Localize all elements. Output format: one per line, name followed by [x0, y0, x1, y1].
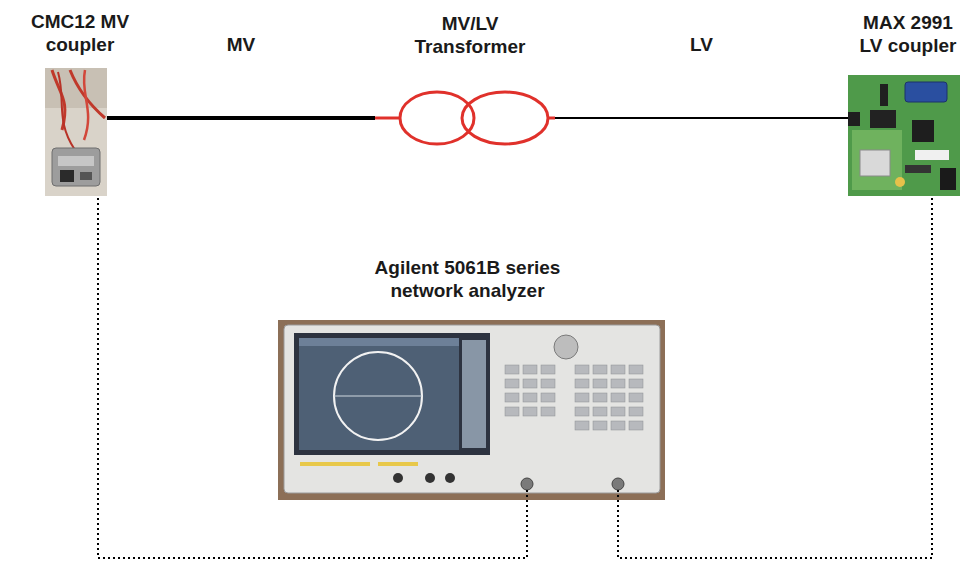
lv-coupler-photo	[848, 75, 960, 196]
node-label: Agilent 5061B series network analyzer	[348, 256, 588, 302]
power-line	[107, 116, 375, 120]
node-label: CMC12 MV coupler	[15, 10, 145, 56]
mv-coupler-photo	[45, 68, 107, 196]
node-heading: Agilent 5061B series network analyzer	[348, 256, 588, 302]
network-analyzer: Agilent 5061B series network analyzer	[278, 320, 665, 500]
node-heading: CMC12 MV coupler	[15, 10, 145, 56]
measurement-cable	[98, 196, 527, 558]
network-analyzer-photo	[278, 320, 665, 500]
node-heading: MAX 2991 LV coupler	[852, 11, 964, 57]
line-label: LV	[687, 34, 716, 57]
node-label: MAX 2991 LV coupler	[852, 11, 964, 57]
node-heading: MV/LV Transformer	[400, 12, 540, 58]
measurement-cable	[618, 196, 932, 558]
line-label: MV	[224, 34, 259, 57]
lv-coupler: MAX 2991 LV coupler	[848, 75, 960, 196]
transformer-symbol	[375, 92, 555, 144]
power-line	[555, 117, 848, 119]
node-label: MV/LV Transformer	[400, 12, 540, 58]
mv-coupler: CMC12 MV coupler	[45, 68, 107, 196]
transformer: MV/LV Transformer	[375, 92, 555, 146]
